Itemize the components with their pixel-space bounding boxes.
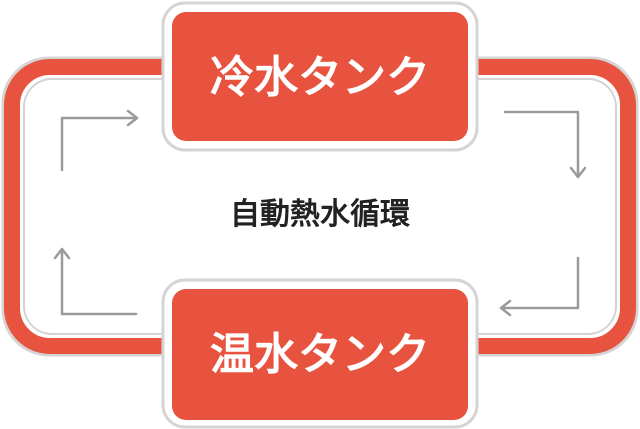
- arrow-bottom-right: [500, 256, 580, 310]
- top-tank-label: 冷水タンク: [210, 52, 430, 103]
- arrow-top-right: [503, 110, 580, 178]
- bottom-tank-box: [172, 289, 468, 420]
- top-tank-box: [172, 12, 468, 141]
- center-label: 自動熱水循環: [230, 197, 411, 232]
- arrow-top-left: [60, 116, 138, 172]
- arrow-bottom-left: [60, 248, 138, 316]
- arrow-top-right-head: [569, 166, 587, 179]
- arrow-top-left-head: [126, 109, 139, 127]
- arrow-bottom-right-head: [499, 299, 512, 317]
- arrow-bottom-left-head: [53, 247, 71, 260]
- bottom-tank-label: 温水タンク: [210, 329, 430, 380]
